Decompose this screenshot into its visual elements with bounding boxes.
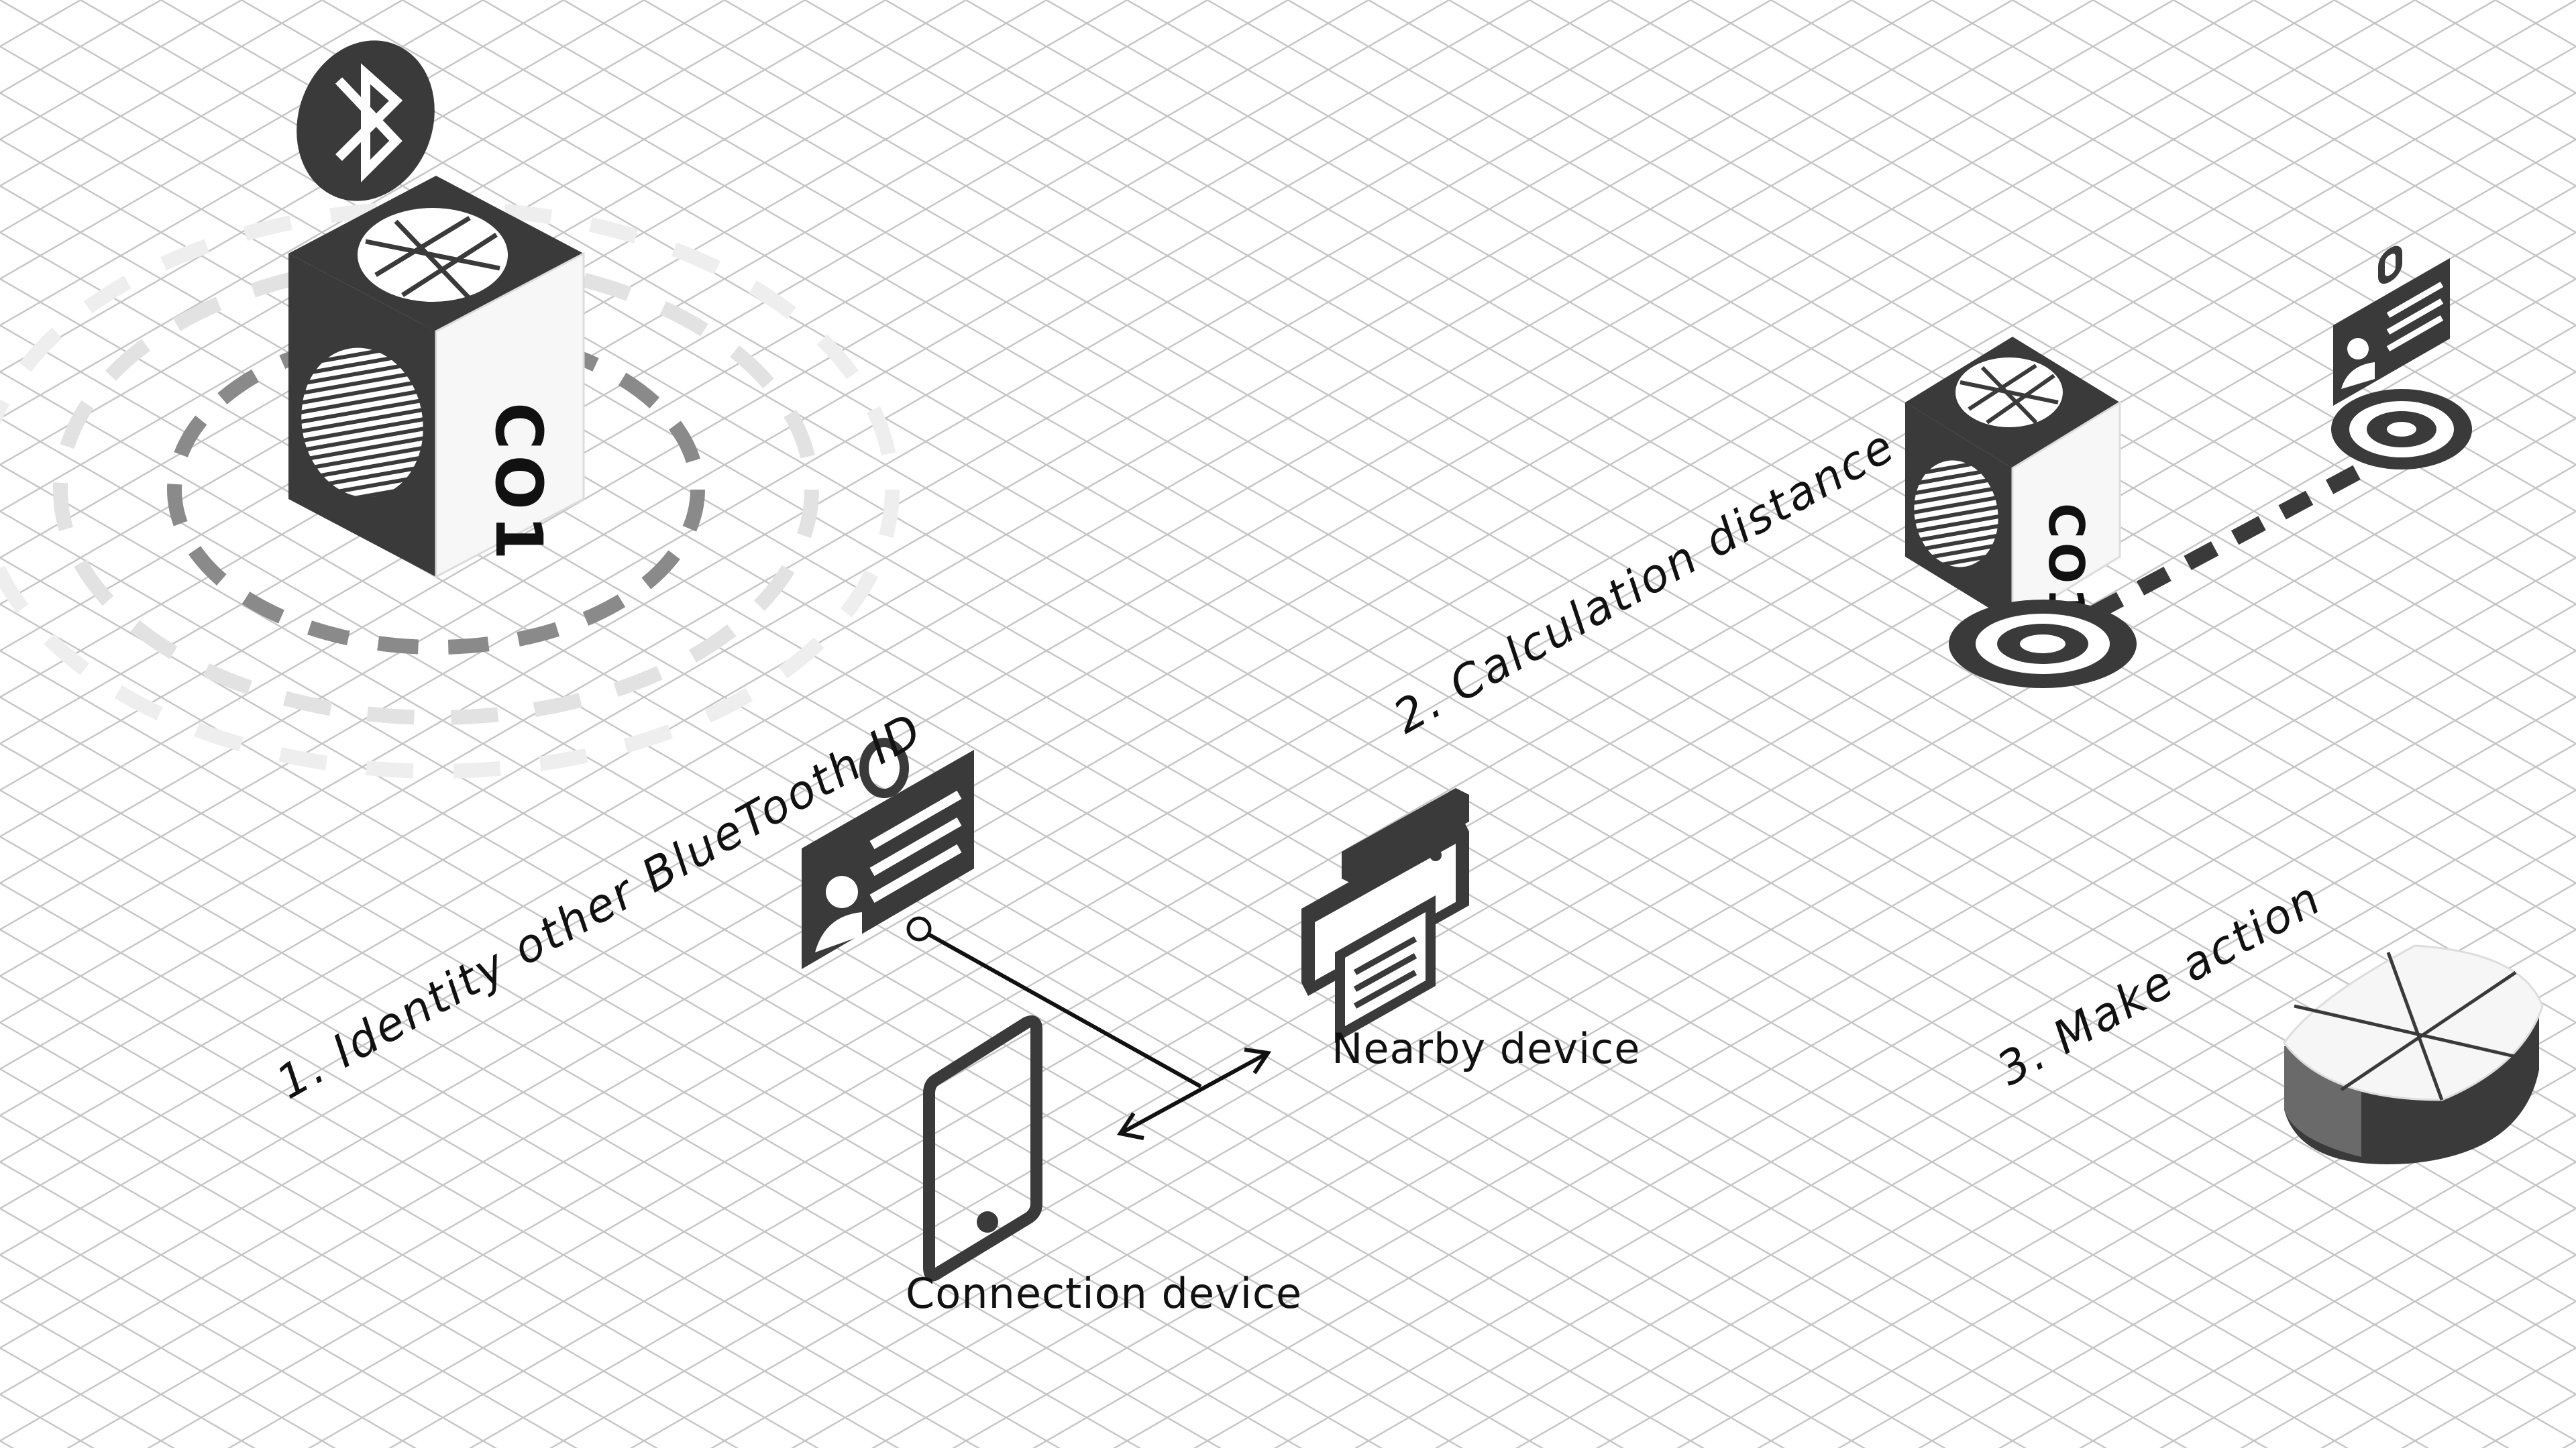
action-disc-icon xyxy=(2283,944,2544,1164)
printer-icon xyxy=(1301,788,1469,1043)
bluetooth-icon xyxy=(297,40,435,201)
target-remote-icon xyxy=(2331,389,2472,469)
double-arrow-icon xyxy=(1117,1048,1272,1140)
id-badge-icon xyxy=(802,738,974,969)
badge-connector xyxy=(906,916,1202,1089)
beacon-cube-icon: CO1 xyxy=(288,176,585,579)
id-badge-remote-icon xyxy=(2333,245,2450,406)
beacon-main-label: CO1 xyxy=(481,402,556,565)
connection-device-label: Connection device xyxy=(906,1269,1302,1318)
target-icon xyxy=(1949,600,2137,688)
nearby-device-label: Nearby device xyxy=(1332,1024,1640,1073)
smartphone-icon xyxy=(923,1015,1042,1282)
distance-link xyxy=(1949,389,2472,688)
